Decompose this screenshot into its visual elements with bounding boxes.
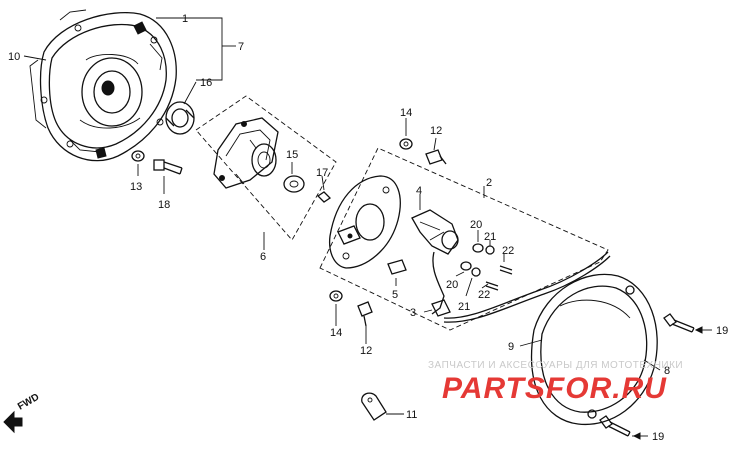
fwd-direction-indicator: FWD — [3, 392, 41, 434]
bolt-12-upper — [425, 149, 447, 165]
callout-5: 5 — [392, 289, 398, 301]
condenser-5 — [387, 259, 407, 275]
callout-1: 1 — [182, 13, 188, 25]
washer-14-upper — [399, 138, 413, 150]
washers-20-21-22 — [460, 243, 513, 291]
side-cover-assembly — [29, 9, 177, 162]
callout-10: 10 — [8, 51, 20, 63]
callout-12-lower: 12 — [360, 345, 372, 357]
fwd-arrow-icon — [3, 410, 23, 434]
contact-breaker-part — [411, 209, 459, 315]
washer-13 — [131, 150, 145, 162]
callout-20-lower: 20 — [446, 279, 458, 291]
clamp-11 — [361, 392, 387, 421]
callout-19-upper: 19 — [716, 325, 728, 337]
callout-18: 18 — [158, 199, 170, 211]
callout-12-upper: 12 — [430, 125, 442, 137]
callout-22-lower: 22 — [478, 289, 490, 301]
callout-2: 2 — [486, 177, 492, 189]
bolt-12-lower — [357, 301, 373, 327]
callout-13: 13 — [130, 181, 142, 193]
bolt-18 — [153, 159, 183, 175]
wire-lead — [443, 251, 609, 319]
breaker-cover-part — [530, 273, 658, 426]
callout-4: 4 — [416, 185, 422, 197]
callout-21-upper: 21 — [484, 231, 496, 243]
washer-14-lower — [329, 290, 343, 302]
callout-22-upper: 22 — [502, 245, 514, 257]
callout-14-lower: 14 — [330, 327, 342, 339]
callout-14-upper: 14 — [400, 107, 412, 119]
callout-17: 17 — [316, 167, 328, 179]
callout-9: 9 — [508, 341, 514, 353]
callout-7: 7 — [238, 41, 244, 53]
callout-labels: 1 7 10 16 13 18 14 12 15 17 6 2 4 20 21 … — [8, 13, 728, 443]
callout-20-upper: 20 — [470, 219, 482, 231]
callout-19-lower: 19 — [652, 431, 664, 443]
callout-3: 3 — [410, 307, 416, 319]
callout-21-lower: 21 — [458, 301, 470, 313]
callout-15: 15 — [286, 149, 298, 161]
callout-8: 8 — [664, 365, 670, 377]
watermark: ЗАПЧАСТИ И АКСЕССУАРЫ ДЛЯ МОТОТЕХНИКИ PA… — [428, 360, 683, 405]
callout-6: 6 — [260, 251, 266, 263]
breaker-plate-part — [328, 175, 401, 269]
callout-11: 11 — [406, 409, 417, 421]
rotor-15 — [283, 175, 305, 193]
bearing-part — [165, 101, 195, 135]
watermark-brand: PARTSFOR.RU — [442, 372, 667, 405]
connector-3 — [431, 299, 451, 317]
callout-16: 16 — [200, 77, 212, 89]
watermark-tagline: ЗАПЧАСТИ И АКСЕССУАРЫ ДЛЯ МОТОТЕХНИКИ — [428, 360, 683, 371]
screw-19-lower — [599, 415, 631, 437]
pulser-base-part — [213, 117, 279, 189]
pulser-assembly-outline — [195, 95, 337, 241]
screw-19-upper — [663, 313, 695, 333]
fwd-label: FWD — [16, 392, 41, 413]
pin-17 — [316, 191, 332, 203]
